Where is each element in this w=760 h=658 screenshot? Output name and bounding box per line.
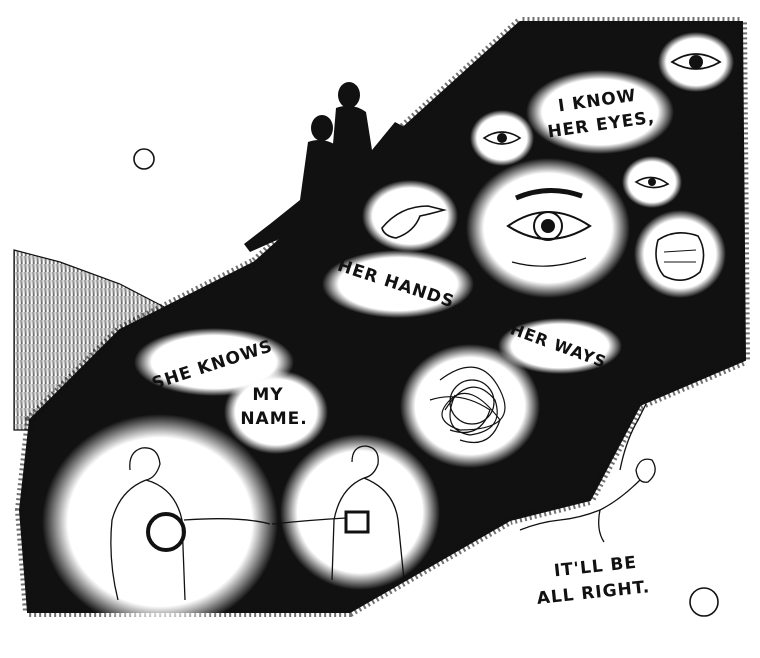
climbing-figure [519,403,656,543]
seated-couple-silhouette [244,82,410,252]
small-moon-right [689,587,719,617]
vignette-eye-small-right [622,156,682,208]
caption-all-right: IT'LL BE ALL RIGHT. [536,553,651,609]
caption-bubble-name: MY NAME. [224,370,328,454]
caption-name-line2: NAME. [240,409,307,429]
caption-bubble-hands: HER HANDS, [322,250,474,318]
caption-allright-line1: IT'LL BE [553,553,638,582]
vignette-tangled-scribble [400,344,540,468]
vignette-eye-small-left [470,110,534,166]
caption-allright-line2: ALL RIGHT. [536,577,651,609]
caption-bubble-ways: HER WAYS. [498,318,622,374]
vignette-figure-right [271,434,440,590]
vignette-fist [634,210,726,298]
small-moon-left [133,148,155,170]
caption-name-line1: MY [252,385,283,405]
vignette-large-eye [466,158,630,298]
vignette-figure-left [42,414,278,630]
vignette-eye-topright [658,32,734,92]
caption-bubble-eyes: I KNOW HER EYES, [526,70,674,154]
vignette-pointing-hand [362,180,458,252]
